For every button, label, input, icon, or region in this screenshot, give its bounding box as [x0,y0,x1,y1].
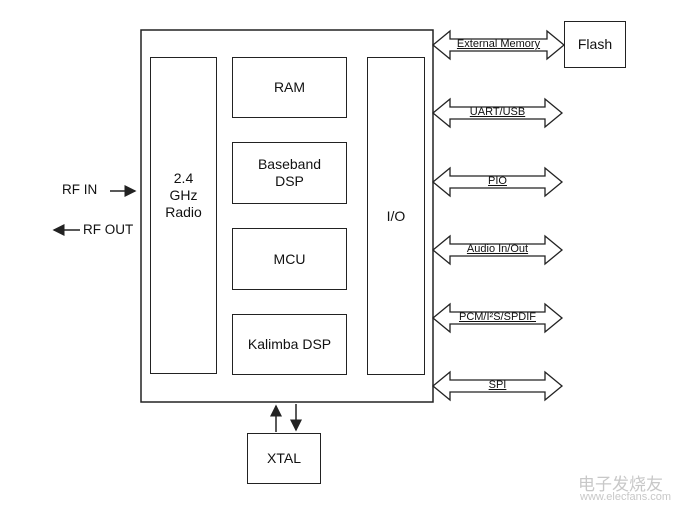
watermark-url: www.elecfans.com [580,491,672,503]
bus-label: PCM/I²S/SPDIF [458,311,537,323]
radio-block: 2.4 GHz Radio [150,57,217,374]
kalimba-dsp-label: Kalimba DSP [247,336,332,352]
rf-out-label: RF OUT [83,222,134,237]
watermark-logo-text: 电子发烧友 [578,475,663,494]
ram-label: RAM [273,79,306,95]
flash-label: Flash [577,36,613,52]
mcu-block: MCU [232,228,347,290]
bus-label: UART/USB [469,106,526,118]
bus-label: Audio In/Out [466,243,529,255]
flash-block: Flash [564,21,626,68]
bus-label: PIO [488,175,507,187]
bus-double-arrow [431,234,564,266]
chip-outline [140,29,434,403]
baseband-dsp-label: Baseband DSP [257,156,322,189]
bus-double-arrow [431,370,564,402]
bus-label: External Memory [456,38,541,50]
xtal-label: XTAL [267,450,301,466]
xtal-block: XTAL [247,433,321,484]
bus-double-arrow [431,302,564,334]
io-block: I/O [367,57,425,375]
rf-in-label: RF IN [62,182,98,197]
bus-double-arrow [431,166,564,198]
mcu-label: MCU [273,250,306,267]
bus-label: SPI [488,379,507,391]
ram-block: RAM [232,57,347,118]
bus-double-arrow [431,97,564,129]
kalimba-dsp-block: Kalimba DSP [232,314,347,375]
radio-label: 2.4 GHz Radio [165,170,202,220]
baseband-dsp-block: Baseband DSP [232,142,347,204]
io-label: I/O [386,207,406,224]
